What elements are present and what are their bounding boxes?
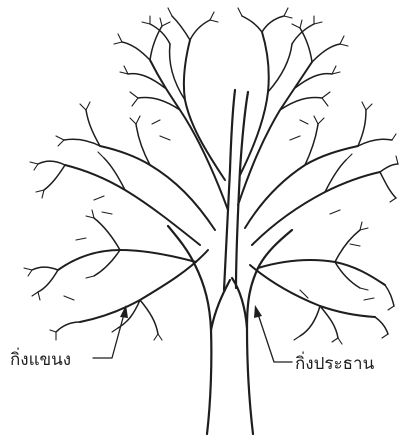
main-branch-arrowhead [254, 305, 262, 318]
twigs [24, 8, 398, 344]
trunk [168, 90, 292, 434]
secondary-branch-pointer [93, 314, 124, 358]
callout-pointers [93, 314, 292, 362]
main-branches [58, 32, 385, 322]
main-branch-label: กิ่งประธาน [295, 351, 375, 374]
secondary-branch-label: กิ่งแขนง [10, 347, 71, 370]
main-branch-pointer [258, 314, 292, 362]
arrowheads [120, 305, 262, 318]
